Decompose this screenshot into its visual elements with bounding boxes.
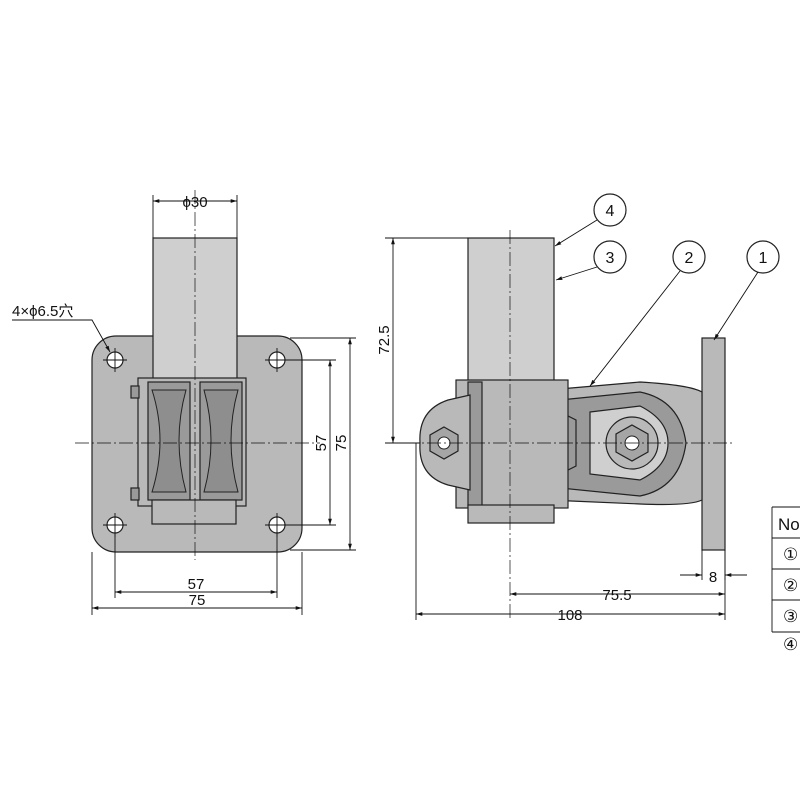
dim-pipe-diameter: ϕ30 — [182, 194, 207, 211]
table-row-3: ③ — [783, 607, 798, 626]
table-header: No — [778, 515, 800, 534]
callout-3: 3 — [606, 250, 615, 267]
callouts: 4 3 2 1 — [554, 193, 780, 387]
dim-side-8: 8 — [709, 569, 717, 586]
dim-side-75-5: 75.5 — [602, 587, 631, 604]
mounting-holes — [103, 348, 289, 537]
dim-side-72-5: 72.5 — [376, 325, 393, 354]
front-view — [75, 190, 320, 560]
dim-front-57-horizontal: 57 — [188, 576, 205, 593]
table-row-1: ① — [783, 545, 798, 564]
front-dimensions: ϕ30 4×ϕ6.5穴 57 75 57 75 — [12, 194, 356, 615]
dim-holes: 4×ϕ6.5穴 — [12, 303, 73, 320]
table-row-2: ② — [783, 576, 798, 595]
dim-front-57-vertical: 57 — [313, 435, 330, 452]
dim-front-75-horizontal: 75 — [189, 592, 206, 609]
parts-table: No ① ② ③ ④ — [771, 506, 800, 654]
callout-1: 1 — [759, 250, 768, 267]
side-view — [405, 230, 735, 620]
table-row-4: ④ — [783, 635, 798, 654]
callout-4: 4 — [606, 203, 615, 220]
callout-2: 2 — [685, 250, 694, 267]
side-wall-plate — [701, 337, 726, 551]
dim-side-108: 108 — [557, 607, 582, 624]
side-dimensions: 72.5 8 75.5 108 — [376, 237, 747, 624]
dim-front-75-vertical: 75 — [333, 435, 350, 452]
side-pipe — [467, 237, 555, 387]
